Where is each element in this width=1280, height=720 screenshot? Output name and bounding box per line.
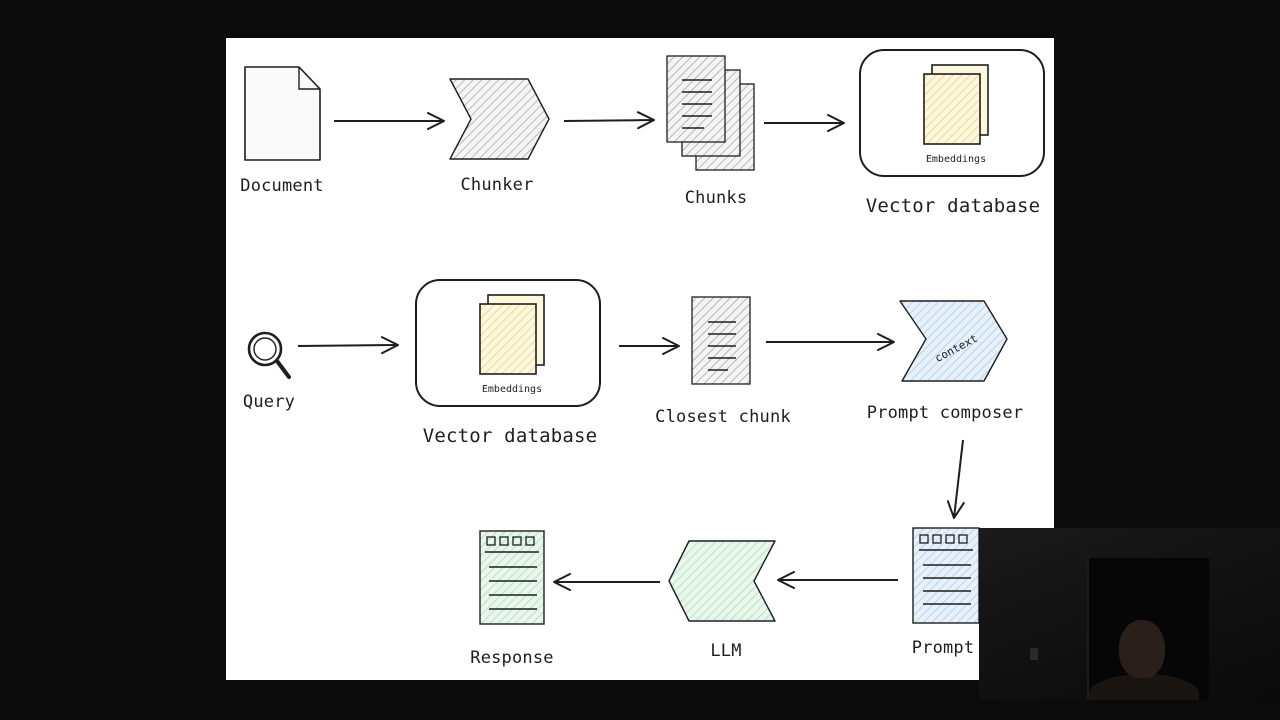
rag-diagram: Embeddings Embeddings [244,49,1045,625]
embeddings-label: Embeddings [926,154,986,165]
document-icon [244,66,321,161]
webcam-overlay [979,528,1280,700]
search-icon [247,331,291,379]
embeddings-label: Embeddings [482,384,542,395]
document-label: Document [240,176,324,196]
closest-chunk-label: Closest chunk [655,407,791,427]
vector-database-label: Vector database [422,425,598,447]
prompt-label: Prompt [911,638,975,658]
prompt-composer-icon: context [899,300,1008,382]
chunker-label: Chunker [460,175,534,195]
response-label: Response [470,648,554,668]
vector-database-label: Vector database [865,195,1041,217]
prompt-icon [912,527,980,624]
arrow-query-to-vector-db [297,336,399,355]
chunks-icon [666,55,755,171]
prompt-composer-label: Prompt composer [866,403,1024,423]
arrow-prompt-composer-to-prompt [946,439,965,519]
vector-database-icon: Embeddings [859,49,1045,177]
diagram-canvas: Embeddings Embeddings [226,38,1054,680]
query-label: Query [242,392,296,412]
arrow-chunker-to-chunks [563,111,655,130]
vector-database-icon: Embeddings [415,279,601,407]
chunks-label: Chunks [684,188,748,208]
closest-chunk-icon [691,296,751,385]
chunker-icon [449,78,550,160]
response-icon [479,530,545,625]
presenter-head [1119,620,1165,678]
webcam-light-switch [1030,648,1038,660]
llm-label: LLM [710,641,742,661]
llm-icon [668,540,776,622]
presenter-shoulders [1089,674,1199,700]
